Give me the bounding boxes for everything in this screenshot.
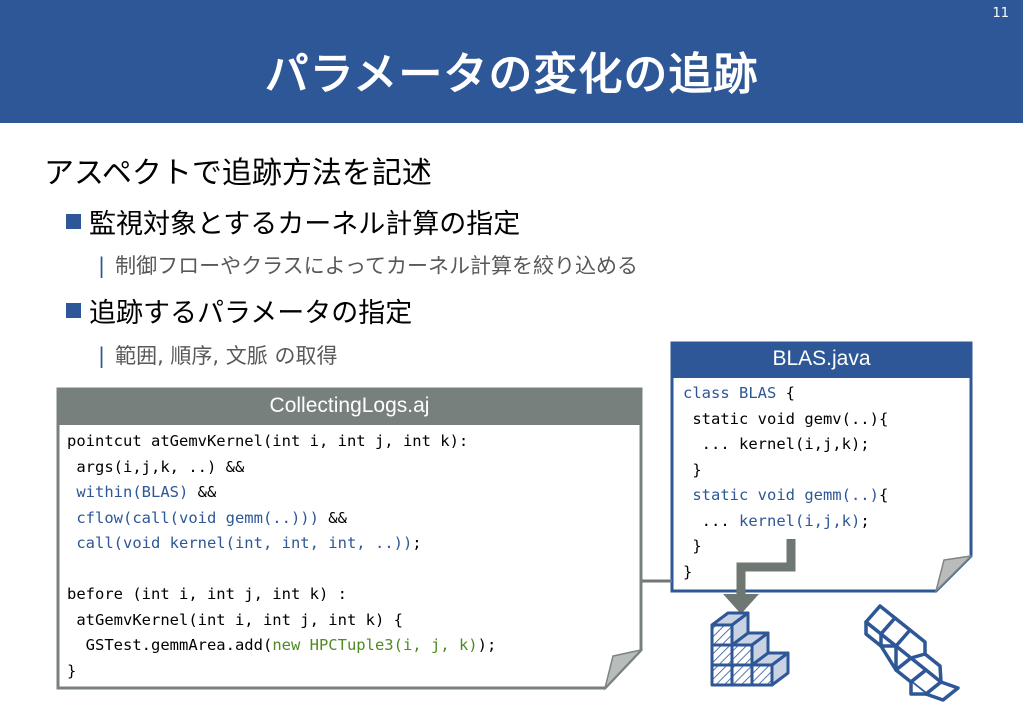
java-code-block: class BLAS { static void gemv(..){ ... k… xyxy=(683,384,889,581)
code-line: ... kernel(i,j,k); xyxy=(683,435,870,453)
bullet-text: 監視対象とするカーネル計算の指定 xyxy=(89,209,521,240)
slide-header: 11 パラメータの変化の追跡 xyxy=(0,0,1023,123)
page-fold-icon xyxy=(603,648,644,691)
bullet-text: 範囲, 順序, 文脈 の取得 xyxy=(115,344,338,368)
square-bullet-icon xyxy=(66,303,81,318)
bullet-level3-range: | 範囲, 順序, 文脈 の取得 xyxy=(98,340,337,370)
square-bullet-icon xyxy=(66,214,81,229)
code-line: static void gemm(..) xyxy=(683,486,879,504)
code-line: atGemvKernel(int i, int j, int k) { xyxy=(67,610,403,629)
sub-bullet-marker: | xyxy=(98,344,106,368)
code-line: args(i,j,k, ..) && xyxy=(67,457,245,476)
bullet-level2-params: 追跡するパラメータの指定 xyxy=(66,291,412,330)
aspect-panel-header-bg xyxy=(58,389,641,425)
java-panel-header-bg xyxy=(672,343,971,378)
code-line: } xyxy=(67,661,77,680)
code-line: static void gemv(..){ xyxy=(683,409,889,428)
kernel-call: kernel(i,j,k) xyxy=(739,511,861,530)
code-line: cflow(call(void gemm(..))) xyxy=(67,508,319,527)
code-line: ... xyxy=(683,511,739,530)
bullet-text: 追跡するパラメータの指定 xyxy=(89,298,413,329)
hpctuple-constructor: new HPCTuple3(i, j, k) xyxy=(272,636,478,654)
sub-bullet-marker: | xyxy=(98,254,106,278)
bullet-level1: アスペクトで追跡方法を記述 xyxy=(44,156,432,191)
aspect-panel-title: CollectingLogs.aj xyxy=(269,394,430,417)
staircase-hatched-icon xyxy=(710,611,790,687)
slide-title: パラメータの変化の追跡 xyxy=(264,49,759,100)
bullet-level2-kernel: 監視対象とするカーネル計算の指定 xyxy=(66,202,520,241)
aspect-code-block: pointcut atGemvKernel(int i, int j, int … xyxy=(67,432,497,680)
bullet-text: 制御フローやクラスによってカーネル計算を絞り込める xyxy=(115,254,638,278)
code-line: pointcut atGemvKernel(int i, int j, int … xyxy=(67,432,469,450)
page-fold-icon xyxy=(934,554,974,594)
code-line: } xyxy=(683,460,702,479)
code-line: before (int i, int j, int k) : xyxy=(67,585,347,603)
code-line: within(BLAS) xyxy=(67,483,189,501)
code-line: } xyxy=(683,562,693,581)
code-line: GSTest.gemmArea.add( xyxy=(67,636,273,654)
code-line: } xyxy=(683,537,702,555)
code-line: call(void kernel(int, int, int, ..)) xyxy=(67,534,413,552)
code-line: class BLAS xyxy=(683,384,777,402)
down-arrow-icon xyxy=(723,539,796,614)
staircase-outline-icon xyxy=(864,604,960,702)
slide-number: 11 xyxy=(992,6,1009,21)
java-panel-title: BLAS.java xyxy=(772,347,871,370)
bullet-level3-controlflow: | 制御フローやクラスによってカーネル計算を絞り込める xyxy=(98,250,638,280)
